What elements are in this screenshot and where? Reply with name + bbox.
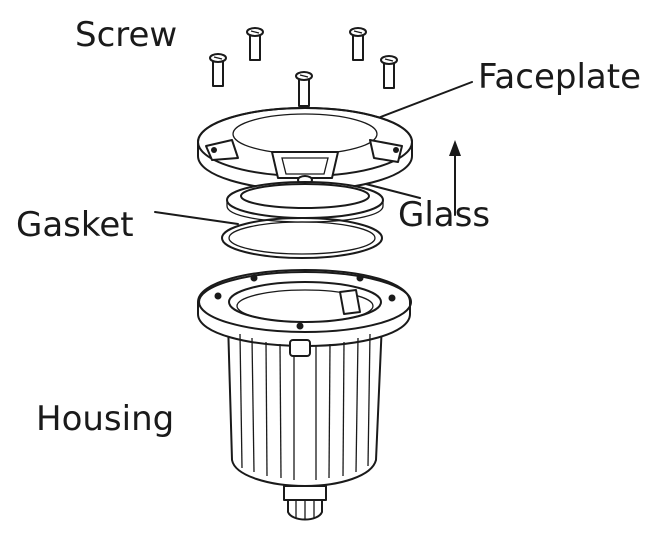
- screw-5: [295, 71, 313, 107]
- screw-2: [349, 27, 367, 61]
- screw-4: [380, 55, 398, 89]
- leader-glass: [357, 181, 421, 199]
- screw-3: [209, 53, 227, 87]
- screw-1: [246, 27, 264, 61]
- housing-part: [197, 269, 412, 521]
- gasket-part: [221, 217, 383, 259]
- label-housing: Housing: [36, 399, 175, 439]
- label-faceplate: Faceplate: [478, 57, 641, 97]
- label-glass: Glass: [398, 195, 491, 235]
- glass-part: [226, 181, 384, 223]
- leader-gasket: [154, 211, 239, 225]
- up-arrow-icon: [449, 140, 461, 216]
- faceplate-part: [197, 107, 413, 191]
- label-gasket: Gasket: [16, 205, 134, 245]
- label-screw: Screw: [75, 15, 178, 55]
- leader-faceplate: [377, 81, 473, 119]
